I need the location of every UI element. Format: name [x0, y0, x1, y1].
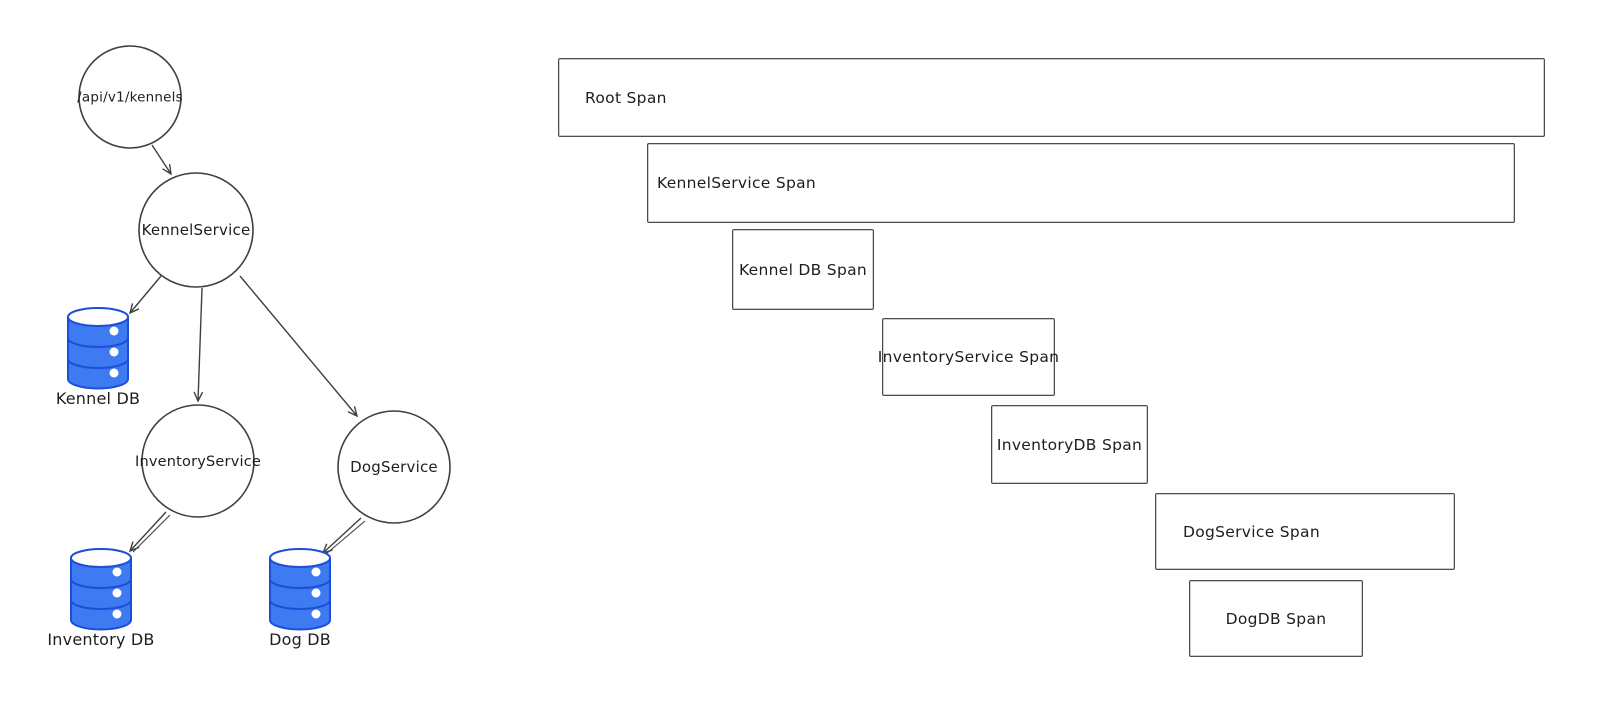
trace-span-kennelservice-label: KennelService Span — [657, 174, 817, 192]
database-kennel-db: Kennel DB — [56, 307, 140, 408]
trace-span-dogdb: DogDB Span — [1189, 580, 1363, 657]
trace-span-kennel-db: Kennel DB Span — [732, 229, 874, 310]
edge-kennelservice-to-inventoryservice — [193, 287, 203, 403]
node-api-endpoint-label: /api/v1/kennels — [77, 90, 183, 106]
trace-span-root-label: Root Span — [585, 88, 667, 107]
edge-inventoryservice-to-inventorydb — [128, 511, 171, 553]
database-dog-db: Dog DB — [269, 548, 331, 649]
edge-api-to-kennelservice — [151, 144, 172, 176]
trace-span-kennel-db-label: Kennel DB Span — [738, 260, 868, 279]
database-dog-db-label: Dog DB — [269, 630, 331, 649]
trace-span-inventorydb: InventoryDB Span — [991, 405, 1148, 484]
database-kennel-db-label: Kennel DB — [56, 389, 140, 408]
database-cylinder-icon — [67, 316, 129, 390]
node-inventoryservice: InventoryService — [135, 404, 261, 518]
node-api-endpoint: /api/v1/kennels — [77, 45, 183, 149]
trace-span-root: Root Span — [558, 58, 1545, 137]
edge-kennelservice-to-dogservice — [239, 275, 359, 418]
database-inventory-db: Inventory DB — [47, 548, 154, 649]
edge-dogservice-to-dogdb — [321, 517, 366, 555]
trace-span-dogdb-label: DogDB Span — [1225, 609, 1327, 628]
node-kennelservice-label: KennelService — [142, 221, 251, 239]
trace-span-dogservice: DogService Span — [1155, 493, 1455, 570]
node-kennelservice: KennelService — [138, 172, 254, 288]
trace-span-inventoryservice: InventoryService Span — [878, 318, 1059, 396]
database-inventory-db-label: Inventory DB — [47, 630, 154, 649]
trace-span-dogservice-label: DogService Span — [1183, 522, 1320, 541]
node-inventoryservice-label: InventoryService — [135, 454, 261, 470]
edge-kennelservice-to-kenneldb — [128, 275, 162, 315]
trace-span-kennelservice: KennelService Span — [647, 143, 1515, 223]
database-cylinder-icon — [269, 557, 331, 631]
database-cylinder-icon — [70, 557, 132, 631]
trace-span-inventoryservice-label: InventoryService Span — [877, 348, 1060, 366]
node-dogservice-label: DogService — [350, 458, 438, 476]
service-call-graph: /api/v1/kennels KennelService InventoryS… — [47, 45, 451, 649]
node-dogservice: DogService — [337, 410, 451, 524]
trace-span-inventorydb-label: InventoryDB Span — [996, 435, 1143, 454]
